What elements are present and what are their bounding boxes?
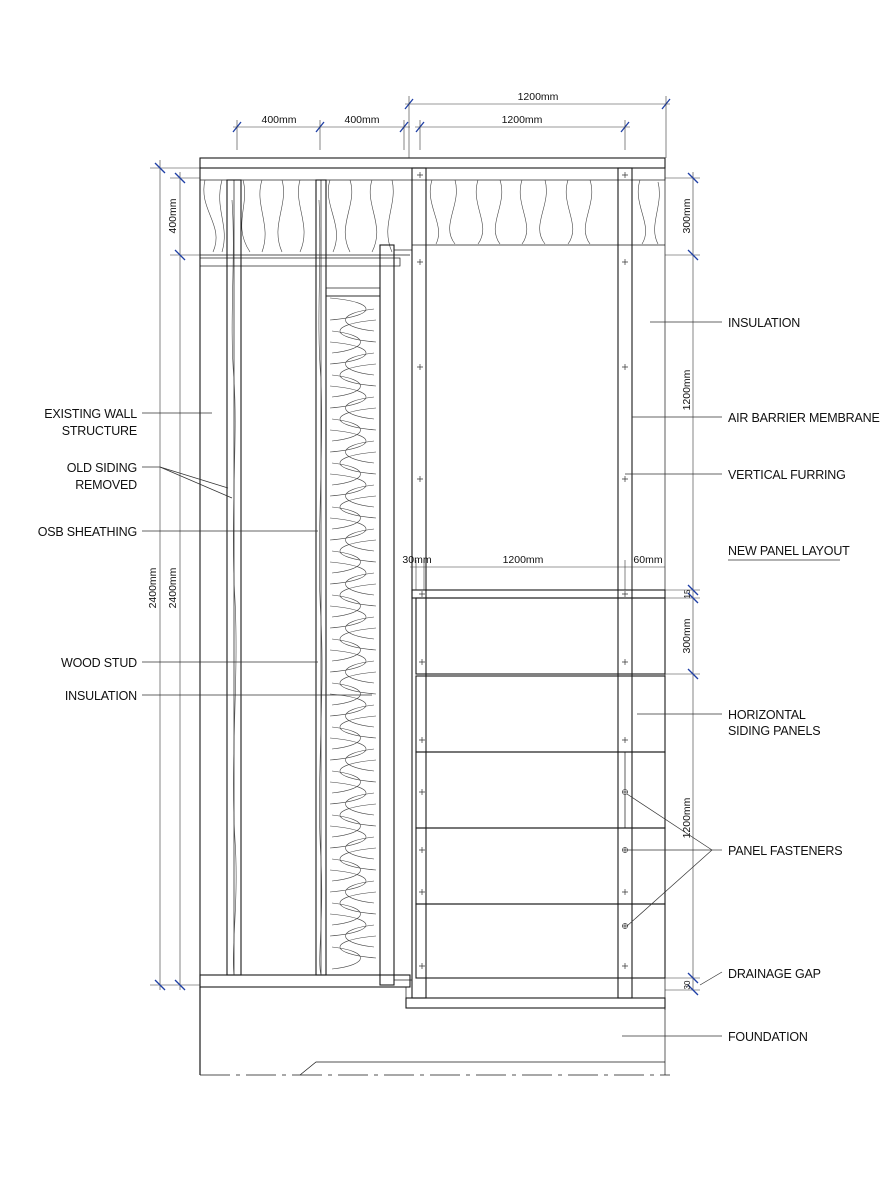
label-new-panel-layout: NEW PANEL LAYOUT <box>728 544 850 558</box>
top-insulation-left <box>199 179 410 267</box>
label-osb-sheathing: OSB SHEATHING <box>38 525 137 539</box>
dim-left-overall-1: 2400mm <box>147 567 159 608</box>
dim-right-panel: 300mm <box>681 618 693 653</box>
dim-panel-width: 1200mm <box>503 554 544 566</box>
fastener-mark <box>622 364 628 370</box>
fastener-mark <box>419 737 425 743</box>
fastener-mark <box>419 963 425 969</box>
fastener-mark <box>622 789 628 795</box>
osb-sheathing <box>379 244 395 986</box>
fastener-mark <box>417 476 423 482</box>
label-old-siding-2: REMOVED <box>75 478 137 492</box>
panel-dimensions: 30mm 1200mm 60mm <box>402 554 665 590</box>
label-drainage-gap: DRAINAGE GAP <box>728 967 821 981</box>
dim-right-top: 300mm <box>681 198 693 233</box>
label-insulation-right: INSULATION <box>728 316 800 330</box>
top-dimensions: 1200mm 400mm 400mm 1200mm <box>232 91 671 158</box>
fastener-mark <box>417 259 423 265</box>
vertical-furring <box>411 167 666 1010</box>
fastener-mark <box>622 889 628 895</box>
wall-insulation <box>325 295 381 976</box>
fastener-mark <box>622 476 628 482</box>
left-labels: EXISTING WALL STRUCTURE OLD SIDING REMOV… <box>38 407 372 703</box>
fastener-mark <box>622 172 628 178</box>
label-horizontal-siding-2: SIDING PANELS <box>728 724 820 738</box>
fastener-mark <box>419 659 425 665</box>
fastener-mark <box>419 847 425 853</box>
label-panel-fasteners: PANEL FASTENERS <box>728 844 842 858</box>
label-vertical-furring: VERTICAL FURRING <box>728 468 846 482</box>
dim-right-gap: 30 <box>683 980 692 989</box>
fastener-mark <box>622 259 628 265</box>
left-dimensions: 400mm 2400mm 2400mm <box>147 160 200 991</box>
fastener-mark <box>622 737 628 743</box>
panel-fasteners <box>419 591 628 969</box>
existing-wall <box>199 168 413 1075</box>
dim-panel-right: 60mm <box>633 554 662 566</box>
foundation <box>199 987 670 1076</box>
right-labels: INSULATION AIR BARRIER MEMBRANE VERTICAL… <box>622 316 880 1044</box>
right-dimensions: 300mm 1200mm 15 300mm 1200mm 30 <box>665 172 700 996</box>
dim-top-stud-2: 400mm <box>344 114 379 126</box>
fastener-mark <box>622 963 628 969</box>
dim-right-mid: 1200mm <box>681 369 693 410</box>
top-plate <box>199 157 666 181</box>
dim-right-lower: 1200mm <box>681 797 693 838</box>
label-foundation: FOUNDATION <box>728 1030 808 1044</box>
label-existing-wall-1: EXISTING WALL <box>44 407 137 421</box>
top-insulation-right <box>412 179 665 246</box>
horizontal-siding-panels <box>411 589 666 979</box>
fastener-mark <box>419 591 425 597</box>
fastener-mark <box>419 789 425 795</box>
furring-fasteners <box>417 172 628 482</box>
label-old-siding-1: OLD SIDING <box>67 461 137 475</box>
label-existing-wall-2: STRUCTURE <box>62 424 137 438</box>
fastener-mark <box>622 591 628 597</box>
dim-right-small: 15 <box>683 589 692 598</box>
dim-panel-left: 30mm <box>402 554 431 566</box>
dim-left-top: 400mm <box>167 198 179 233</box>
fastener-mark <box>419 889 425 895</box>
fastener-mark <box>622 659 628 665</box>
label-insulation-left: INSULATION <box>65 689 137 703</box>
dim-top-overall: 1200mm <box>518 91 559 103</box>
fastener-mark <box>417 172 423 178</box>
label-wood-stud: WOOD STUD <box>61 656 137 670</box>
dim-left-overall-2: 2400mm <box>167 567 179 608</box>
dim-top-furring: 1200mm <box>502 114 543 126</box>
dim-top-stud-1: 400mm <box>261 114 296 126</box>
fastener-mark <box>417 364 423 370</box>
label-air-barrier: AIR BARRIER MEMBRANE <box>728 411 880 425</box>
label-horizontal-siding-1: HORIZONTAL <box>728 708 806 722</box>
